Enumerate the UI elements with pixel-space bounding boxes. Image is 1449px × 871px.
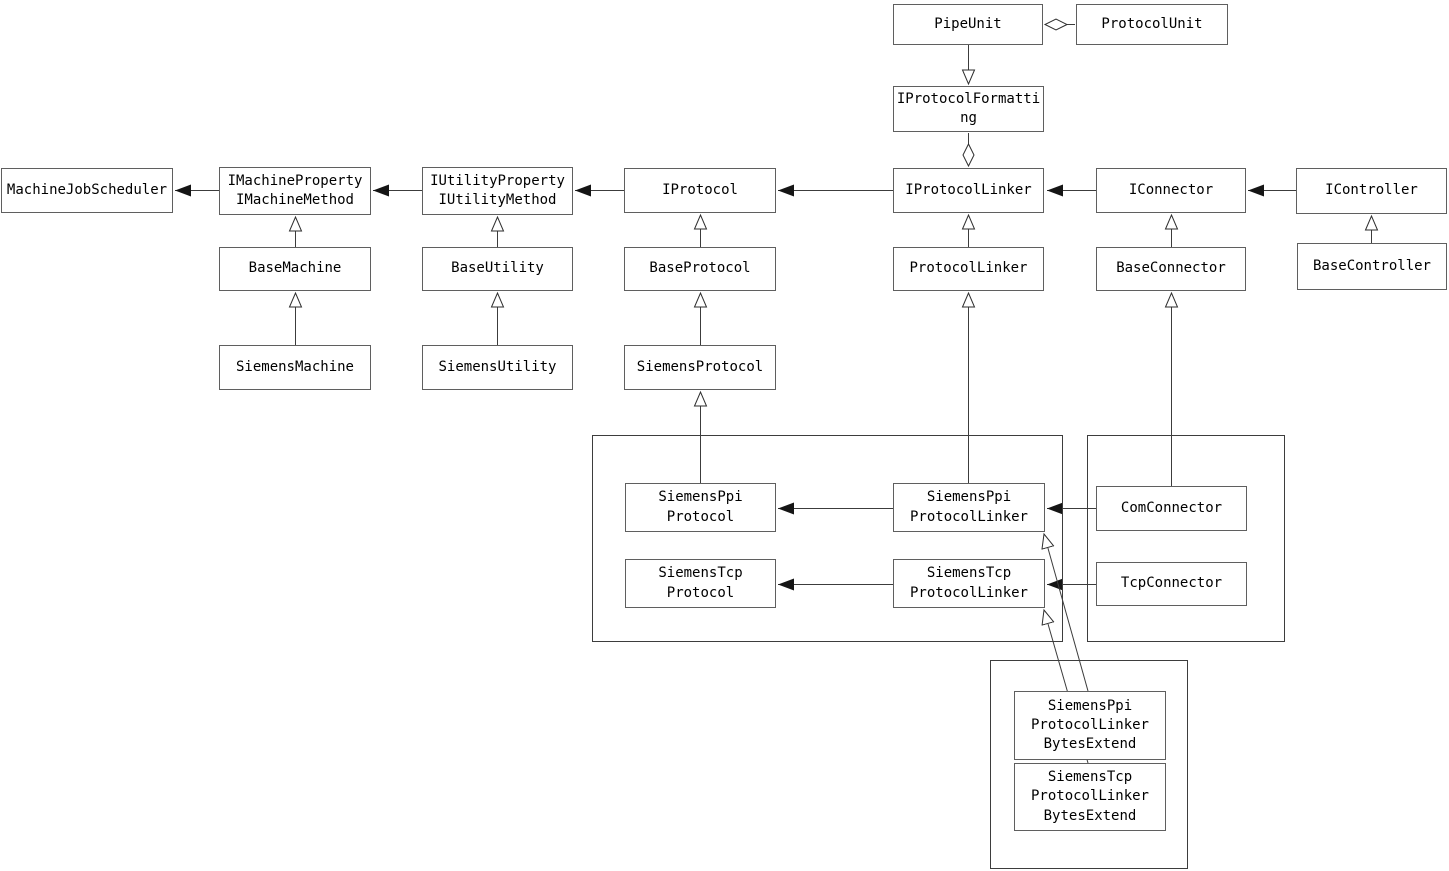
class-name-label: TcpConnector	[1120, 575, 1223, 592]
class-name-label: SiemensMachine	[235, 358, 354, 375]
class-name-label: MachineJobScheduler	[6, 181, 168, 198]
class-name-label: SiemensTcp ProtocolLinker BytesExtend	[1030, 769, 1149, 824]
class-name-label: ProtocolLinker	[909, 260, 1028, 277]
class-box-base-controller: BaseController	[1297, 243, 1447, 290]
class-name-label: IProtocol	[662, 181, 738, 198]
class-box-icontroller: IController	[1296, 168, 1447, 214]
class-box-siemens-tcp-protocol: SiemensTcp Protocol	[625, 559, 776, 608]
class-box-siemens-ppi-protocol-linker: SiemensPpi ProtocolLinker	[893, 483, 1045, 532]
class-name-label: BaseController	[1312, 257, 1431, 274]
class-name-label: IMachineProperty IMachineMethod	[227, 172, 363, 208]
class-box-base-machine: BaseMachine	[219, 247, 371, 291]
class-box-siemens-machine: SiemensMachine	[219, 345, 371, 390]
class-box-iutility-property: IUtilityProperty IUtilityMethod	[422, 167, 573, 215]
class-name-label: SiemensPpi Protocol	[658, 489, 743, 525]
class-name-label: ComConnector	[1120, 499, 1223, 516]
class-name-label: BaseProtocol	[649, 260, 751, 277]
class-name-label: ProtocolUnit	[1101, 15, 1203, 32]
class-name-label: IController	[1325, 182, 1418, 199]
class-box-siemens-ppi-protocol: SiemensPpi Protocol	[625, 483, 776, 532]
class-name-label: IConnector	[1128, 181, 1214, 198]
class-box-com-connector: ComConnector	[1096, 486, 1247, 531]
class-box-iconnector: IConnector	[1096, 168, 1246, 213]
class-name-label: SiemensTcp Protocol	[658, 565, 743, 601]
class-name-label: PipeUnit	[934, 15, 1002, 32]
class-box-base-connector: BaseConnector	[1096, 247, 1246, 291]
class-box-base-utility: BaseUtility	[422, 247, 573, 291]
class-name-label: SiemensTcp ProtocolLinker	[909, 565, 1028, 601]
class-name-label: SiemensProtocol	[636, 358, 764, 375]
class-box-siemens-utility: SiemensUtility	[422, 345, 573, 390]
class-box-base-protocol: BaseProtocol	[624, 247, 776, 291]
class-name-label: SiemensUtility	[438, 358, 557, 375]
class-name-label: BaseConnector	[1116, 260, 1226, 277]
class-box-pipe-unit: PipeUnit	[893, 4, 1043, 45]
class-box-siemens-protocol: SiemensProtocol	[624, 345, 776, 390]
edge-ppibytesextend-to-ppilinker	[1041, 532, 1089, 692]
class-box-siemens-ppi-protocol-linker-bytes-extend: SiemensPpi ProtocolLinker BytesExtend	[1014, 691, 1166, 760]
class-box-protocol-unit: ProtocolUnit	[1076, 4, 1228, 45]
group-box-bytes-extend	[990, 660, 1188, 869]
class-box-siemens-tcp-protocol-linker-bytes-extend: SiemensTcp ProtocolLinker BytesExtend	[1014, 763, 1166, 831]
class-name-label: IUtilityProperty IUtilityMethod	[430, 172, 565, 208]
class-box-tcp-connector: TcpConnector	[1096, 562, 1247, 606]
class-name-label: IProtocolLinker	[905, 181, 1032, 198]
class-box-siemens-tcp-protocol-linker: SiemensTcp ProtocolLinker	[893, 559, 1045, 608]
class-box-iprotocol-formatting: IProtocolFormatti ng	[893, 86, 1044, 132]
group-box-siemens-protocols	[592, 435, 1063, 642]
class-name-label: BaseUtility	[451, 260, 544, 277]
group-box-connectors	[1087, 435, 1285, 642]
class-box-iprotocol-linker: IProtocolLinker	[893, 168, 1044, 213]
class-box-imachine-property: IMachineProperty IMachineMethod	[219, 167, 371, 215]
class-name-label: SiemensPpi ProtocolLinker BytesExtend	[1030, 697, 1149, 753]
class-box-machine-job-scheduler: MachineJobScheduler	[1, 168, 173, 213]
class-box-protocol-linker: ProtocolLinker	[893, 247, 1044, 291]
class-name-label: SiemensPpi ProtocolLinker	[909, 489, 1028, 525]
class-name-label: BaseMachine	[248, 260, 342, 277]
class-name-label: IProtocolFormatti ng	[896, 90, 1041, 126]
class-box-iprotocol: IProtocol	[624, 168, 776, 213]
